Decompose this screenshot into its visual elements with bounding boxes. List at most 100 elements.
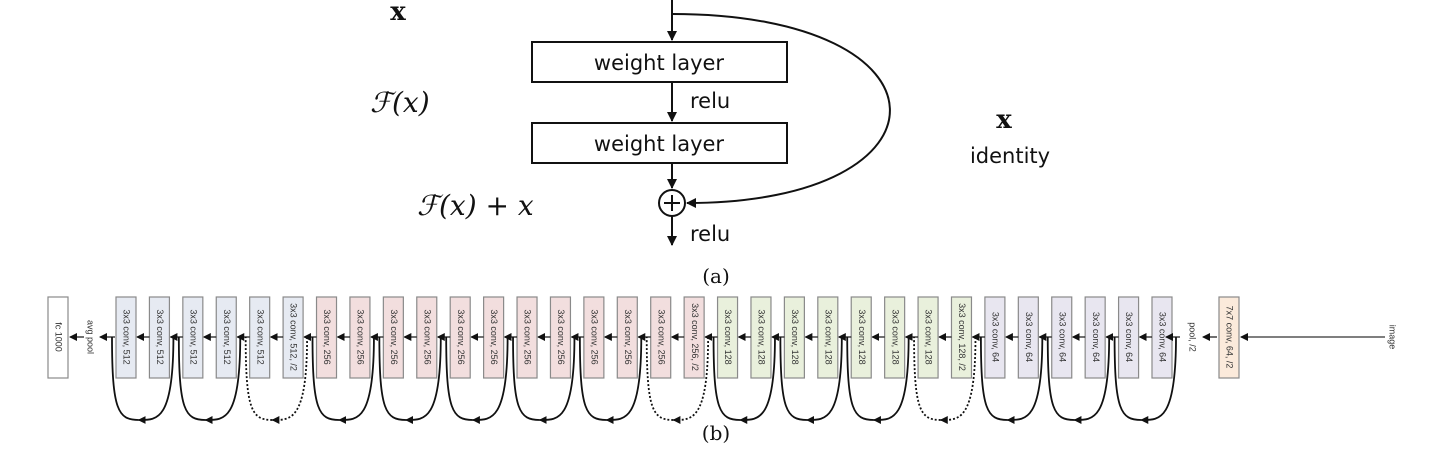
conv-block: 3x3 conv, 256	[503, 296, 538, 379]
image-label: image	[1388, 325, 1398, 350]
conv-block-label: 3x3 conv, 512	[222, 309, 232, 364]
identity-shortcut	[806, 336, 843, 425]
identity-shortcut	[471, 336, 509, 425]
conv-block-label: 3x3 conv, 128	[723, 309, 733, 364]
conv-block: 3x3 conv, 64	[1105, 296, 1140, 379]
identity-shortcut	[137, 336, 175, 425]
stem-conv-block	[1218, 296, 1240, 379]
conv-block: 3x3 conv, 64	[971, 296, 1006, 379]
weight-layer-1-label: weight layer	[594, 51, 725, 75]
shortcut-return	[645, 336, 674, 421]
identity-shortcut	[605, 336, 643, 425]
conv-block: 3x3 conv, 128	[804, 296, 839, 379]
conv-block-label: 3x3 conv, 256	[589, 309, 599, 364]
conv-block-label: 3x3 conv, 256, /2	[690, 303, 700, 371]
conv-block-label: 3x3 conv, 128	[790, 309, 800, 364]
conv-blocks: 3x3 conv, 64 3x3 conv, 64 3x3 conv, 64 3x3 …	[115, 296, 1173, 379]
conv-block: 3x3 conv, 256	[369, 296, 404, 379]
conv-block-label: 3x3 conv, 512	[155, 309, 165, 364]
conv-block-label: 3x3 conv, 64	[1158, 312, 1168, 362]
identity-shortcut	[872, 336, 910, 425]
conv-block-label: 3x3 conv, 512	[188, 309, 198, 364]
shortcut-return	[712, 336, 741, 421]
shortcut-return	[980, 336, 1008, 421]
avg-pool-label: avg pool	[86, 320, 96, 354]
shortcut-return	[244, 336, 273, 421]
conv-block-label: 3x3 conv, 256	[322, 309, 332, 364]
conv-block-label: 3x3 conv, 64	[1124, 312, 1134, 362]
weight-layer-2-label: weight layer	[594, 132, 725, 156]
conv-block-label: 3x3 conv, 128	[924, 309, 934, 364]
sum-output-label: ℱ(x) + x	[417, 189, 534, 222]
fc-label: fc 1000	[54, 322, 64, 352]
conv-block-label: 3x3 conv, 128, /2	[957, 303, 967, 371]
weight-layer-2	[531, 122, 788, 164]
conv-block-rect	[115, 296, 137, 379]
projection-shortcut	[939, 336, 977, 425]
conv-block-label: 3x3 conv, 256	[389, 309, 399, 364]
conv-block: 3x3 conv, 512	[169, 296, 204, 379]
residual-function-label: ℱ(x)	[370, 86, 430, 119]
conv-block: 3x3 conv, 128	[904, 296, 939, 379]
conv-block: 3x3 conv, 512	[136, 296, 171, 379]
conv-block: 3x3 conv, 256, /2	[670, 296, 705, 379]
caption-b: (b)	[702, 421, 730, 445]
conv-block-label: 3x3 conv, 128	[757, 309, 767, 364]
shortcut-return	[913, 336, 941, 421]
conv-block-label: 3x3 conv, 256	[556, 309, 566, 364]
conv-block-label: 3x3 conv, 256	[656, 309, 666, 364]
conv-block: 3x3 conv, 64	[1004, 296, 1039, 379]
identity-shortcut-curve	[671, 13, 891, 208]
conv-block-label: 3x3 conv, 64	[1091, 312, 1101, 362]
conv-block: 3x3 conv, 256	[570, 296, 605, 379]
identity-shortcut	[1006, 336, 1044, 425]
conv-block-label: 3x3 conv, 128	[857, 309, 867, 364]
identity-shortcut	[405, 336, 442, 425]
identity-shortcut	[1073, 336, 1111, 425]
shortcut-return	[846, 336, 874, 421]
projection-shortcut	[672, 336, 710, 425]
identity-shortcut	[538, 336, 576, 425]
conv-block: 3x3 conv, 256	[436, 296, 471, 379]
identity-shortcut	[338, 336, 375, 425]
conv-block: 3x3 conv, 128	[737, 296, 772, 379]
pool-label: pool, /2	[1188, 322, 1198, 352]
relu-mid-label: relu	[690, 89, 730, 113]
shortcut-connections	[111, 336, 1177, 425]
conv-block-label: 3x3 conv, 128	[890, 309, 900, 364]
conv-block: 3x3 conv, 256	[603, 296, 638, 379]
conv-block-label: 3x3 conv, 256	[523, 309, 533, 364]
conv-block: 3x3 conv, 256	[403, 296, 438, 379]
conv-block: 3x3 conv, 256	[470, 296, 505, 379]
conv-block: 3x3 conv, 64	[1138, 296, 1173, 379]
conv-block: 3x3 conv, 128	[837, 296, 872, 379]
conv-block-label: 3x3 conv, 64	[1024, 312, 1034, 362]
identity-shortcut	[739, 336, 776, 425]
conv-block: 3x3 conv, 128	[770, 296, 805, 379]
conv-block-label: 3x3 conv, 256	[456, 309, 466, 364]
stem-conv-label: 7x7 conv, 64, /2	[1225, 306, 1235, 369]
conv-block: 3x3 conv, 64	[1038, 296, 1073, 379]
conv-block: 3x3 conv, 256	[537, 296, 572, 379]
shortcut-return	[512, 336, 540, 421]
identity-label: identity	[970, 144, 1050, 168]
conv-block: 3x3 conv, 128	[704, 296, 739, 379]
conv-block-label: 3x3 conv, 256	[422, 309, 432, 364]
shortcut-return	[578, 336, 607, 421]
shortcut-return	[311, 336, 340, 421]
conv-block-label: 3x3 conv, 128	[823, 309, 833, 364]
conv-block: 3x3 conv, 64	[1071, 296, 1106, 379]
conv-block: 3x3 conv, 512	[236, 296, 271, 379]
shortcut-return	[1046, 336, 1075, 421]
residual-block-panel: x weight layer relu weight layer relu x …	[370, 0, 1050, 288]
conv-block: 3x3 conv, 512	[202, 296, 237, 379]
shortcut-return	[1113, 336, 1142, 421]
identity-shortcut	[1140, 336, 1177, 425]
shortcut-return	[445, 336, 473, 421]
conv-block-label: 3x3 conv, 64	[991, 312, 1001, 362]
conv-block: 3x3 conv, 512	[115, 296, 137, 379]
weight-layer-1	[531, 41, 788, 83]
input-x-label: x	[390, 0, 406, 27]
